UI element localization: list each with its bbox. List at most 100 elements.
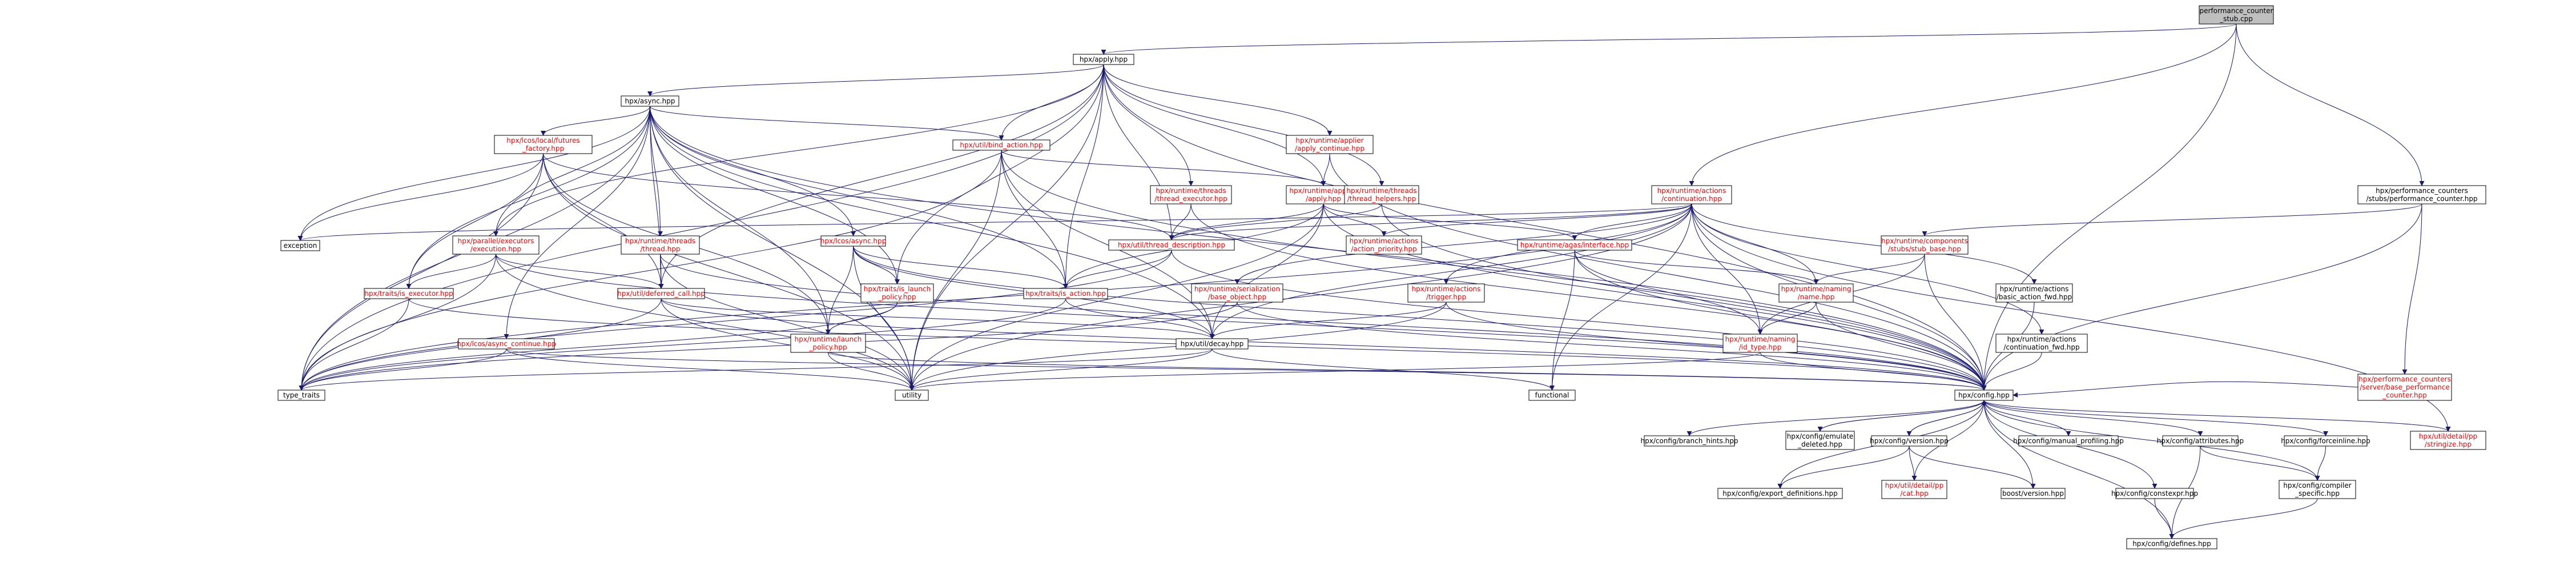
- node-box[interactable]: [458, 338, 555, 350]
- node-box: [1644, 435, 1735, 447]
- node-box[interactable]: [1346, 235, 1422, 255]
- node-box[interactable]: [1881, 235, 1969, 255]
- node-id-type[interactable]: hpx/runtime/naming/id_type.hpp: [1722, 334, 1798, 353]
- node-lcos-async[interactable]: hpx/lcos/async.hpp: [820, 235, 887, 247]
- node-box[interactable]: [1191, 283, 1283, 303]
- node-label-line: hpx/runtime/actions: [1412, 285, 1481, 293]
- node-label-line: hpx/apply.hpp: [1080, 55, 1128, 63]
- edge-parallel-exec-to-utility: [496, 254, 915, 391]
- node-box: [621, 95, 679, 107]
- node-label-line: hpx/util/thread_description.hpp: [1118, 241, 1225, 249]
- edge-apply-to-is-action: [1063, 64, 1104, 289]
- node-label-line: hpx/runtime/naming: [1725, 335, 1796, 343]
- node-label-line: hpx/runtime/threads: [1346, 187, 1416, 195]
- edge-config-to-compiler-specific: [1983, 400, 2320, 481]
- node-agas-iface[interactable]: hpx/runtime/agas/interface.hpp: [1517, 239, 1632, 251]
- edge-decay-to-utility: [909, 348, 1213, 391]
- node-label-line: hpx/config/forceinline.hpp: [2281, 437, 2370, 445]
- node-label-line: /execution.hpp: [470, 245, 521, 253]
- node-stringize[interactable]: hpx/util/detail/pp/stringize.hpp: [2410, 431, 2486, 450]
- edge-thread-desc-to-type-traits: [299, 250, 1172, 391]
- node-box[interactable]: [1286, 135, 1374, 154]
- edge-async-to-lcos-async: [650, 106, 856, 236]
- node-thread-exec[interactable]: hpx/runtime/threads/thread_executor.hpp: [1150, 185, 1232, 204]
- node-box[interactable]: [820, 235, 886, 247]
- node-base-object[interactable]: hpx/runtime/serialization/base_object.hp…: [1191, 283, 1283, 303]
- node-box[interactable]: [1778, 283, 1854, 303]
- node-applier-cont[interactable]: hpx/runtime/applier/apply_continue.hpp: [1286, 135, 1374, 154]
- node-decay: hpx/util/decay.hpp: [1176, 338, 1249, 350]
- node-thread-helpers[interactable]: hpx/runtime/threads/thread_helpers.hpp: [1344, 185, 1419, 204]
- node-label-line: hpx/util/bind_action.hpp: [960, 141, 1043, 149]
- edge-is-executor-to-type-traits: [299, 298, 409, 391]
- node-launch-policy[interactable]: hpx/runtime/launch_policy.hpp: [790, 334, 866, 353]
- node-label-line: /name.hpp: [1798, 293, 1835, 301]
- node-server-base-pc[interactable]: hpx/performance_counters/server/base_per…: [2357, 374, 2452, 401]
- node-box[interactable]: [364, 288, 454, 299]
- node-label-line: hpx/runtime/applier: [1295, 137, 1363, 144]
- node-apply: hpx/apply.hpp: [1073, 54, 1134, 65]
- node-box[interactable]: [494, 135, 593, 154]
- edge-id-type-to-config: [1760, 352, 1987, 391]
- node-label-line: hpx/traits/is_executor.hpp: [364, 290, 453, 298]
- node-box: [2357, 185, 2486, 204]
- node-threads-thread[interactable]: hpx/runtime/threads/thread.hpp: [621, 235, 700, 255]
- node-box[interactable]: [1108, 239, 1235, 251]
- node-naming-name[interactable]: hpx/runtime/naming/name.hpp: [1778, 283, 1854, 303]
- node-constexpr: hpx/config/constexpr.hpp: [2111, 488, 2198, 499]
- edge-apply-to-async: [647, 64, 1104, 97]
- node-utility: utility: [895, 390, 929, 401]
- node-label-line: hpx/runtime/actions: [2007, 335, 2076, 343]
- edge-apply-to-utility: [909, 64, 1104, 391]
- edge-actions-cont-to-decay: [1209, 203, 1692, 339]
- node-action-priority[interactable]: hpx/runtime/actions/action_priority.hpp: [1346, 235, 1422, 255]
- edge-cfg-version-to-boost-version: [1909, 445, 2036, 489]
- node-box[interactable]: [1651, 185, 1732, 204]
- node-parallel-exec[interactable]: hpx/parallel/executors/execution.hpp: [452, 235, 540, 255]
- node-cat[interactable]: hpx/util/detail/pp/cat.hpp: [1881, 480, 1947, 499]
- node-box[interactable]: [1344, 185, 1419, 204]
- edge-apply-to-thread-helpers: [1103, 64, 1384, 186]
- node-box[interactable]: [1881, 480, 1947, 499]
- node-box[interactable]: [1722, 334, 1798, 353]
- node-box[interactable]: [952, 139, 1050, 151]
- node-box[interactable]: [452, 235, 540, 255]
- node-box[interactable]: [860, 283, 934, 303]
- edge-root-to-apply: [1101, 23, 2237, 55]
- node-box[interactable]: [617, 288, 705, 299]
- node-is-launch[interactable]: hpx/traits/is_launch_policy.hpp: [860, 283, 934, 303]
- edge-threads-thread-to-config: [660, 254, 1987, 391]
- node-trigger[interactable]: hpx/runtime/actions/trigger.hpp: [1407, 283, 1485, 303]
- node-label-line: hpx/config/export_definitions.hpp: [1722, 489, 1837, 497]
- node-thread-desc[interactable]: hpx/util/thread_description.hpp: [1108, 239, 1235, 251]
- node-lcos-futures[interactable]: hpx/lcos/local/futures_factory.hpp: [494, 135, 593, 154]
- node-bind-action[interactable]: hpx/util/bind_action.hpp: [952, 139, 1050, 151]
- node-label-line: hpx/lcos/local/futures: [506, 137, 579, 144]
- node-label-line: hpx/async.hpp: [625, 97, 675, 105]
- node-is-executor[interactable]: hpx/traits/is_executor.hpp: [364, 288, 454, 299]
- node-async-continue[interactable]: hpx/lcos/async_continue.hpp: [457, 338, 556, 350]
- node-box[interactable]: [1407, 283, 1485, 303]
- node-box[interactable]: [1023, 288, 1108, 299]
- edge-config-to-cat: [1911, 400, 1985, 481]
- node-deferred-call[interactable]: hpx/util/deferred_call.hpp: [617, 288, 705, 299]
- node-box[interactable]: [2410, 431, 2486, 450]
- node-label-line: /thread.hpp: [640, 245, 680, 253]
- edge-deferred-call-to-decay: [661, 298, 1215, 339]
- node-label-line: hpx/runtime/threads: [625, 237, 695, 245]
- node-is-action[interactable]: hpx/traits/is_action.hpp: [1023, 288, 1108, 299]
- node-box[interactable]: [790, 334, 866, 353]
- node-exception: exception: [280, 240, 320, 251]
- node-box[interactable]: [621, 235, 700, 255]
- node-label-line: hpx/util/deferred_call.hpp: [617, 290, 705, 298]
- node-label-line: hpx/runtime/actions: [1657, 187, 1726, 195]
- node-label-line: /stubs/stub_base.hpp: [1888, 245, 1961, 253]
- node-box[interactable]: [1150, 185, 1232, 204]
- node-box[interactable]: [2357, 374, 2452, 401]
- node-actions-cont[interactable]: hpx/runtime/actions/continuation.hpp: [1651, 185, 1732, 204]
- edge-base-object-to-config: [1237, 302, 1987, 391]
- node-label-line: hpx/config.hpp: [1958, 391, 2010, 399]
- node-stub-base[interactable]: hpx/runtime/components/stubs/stub_base.h…: [1881, 235, 1969, 255]
- node-box: [1528, 390, 1576, 401]
- node-box[interactable]: [1517, 239, 1632, 251]
